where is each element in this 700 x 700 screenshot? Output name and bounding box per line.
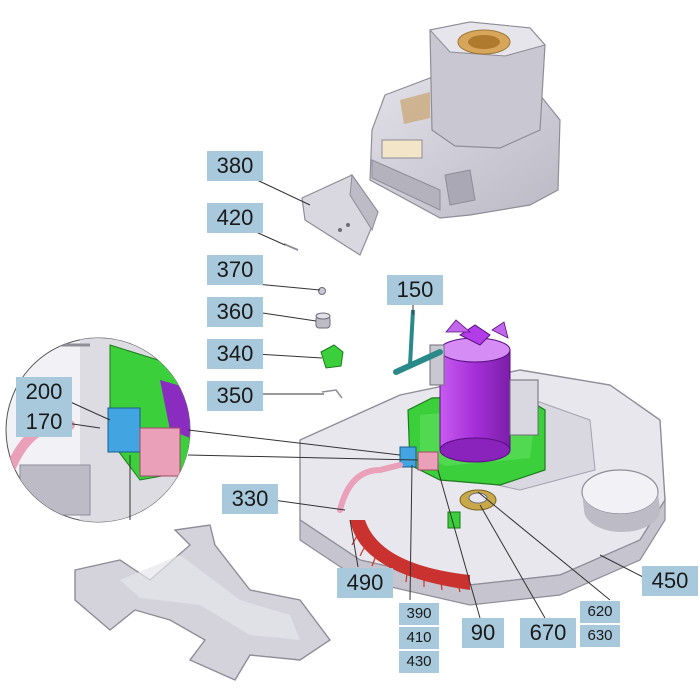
callout-340[interactable]: 340 [207, 339, 263, 369]
part-370-screw [318, 287, 326, 295]
handle-bracket [74, 524, 332, 681]
part-420-pin [283, 243, 299, 251]
callout-150[interactable]: 150 [387, 275, 443, 305]
leader-lines [65, 179, 646, 619]
part-340-green-clip [320, 344, 344, 369]
top-cover-housing [369, 21, 561, 219]
callout-420[interactable]: 420 [207, 203, 263, 233]
callout-450[interactable]: 450 [642, 566, 698, 596]
callout-620[interactable]: 620 [580, 601, 620, 623]
part-150-handle [393, 309, 443, 375]
callout-360[interactable]: 360 [207, 297, 263, 327]
callout-370[interactable]: 370 [207, 255, 263, 285]
callout-630[interactable]: 630 [580, 625, 620, 647]
callout-330[interactable]: 330 [222, 484, 278, 514]
part-380-flap [301, 173, 379, 256]
callout-170[interactable]: 170 [16, 407, 72, 437]
part-490-brush [350, 520, 470, 593]
part-350-wire-clip [321, 389, 343, 399]
part-670-bearing [459, 489, 497, 511]
part-330-hose [337, 462, 403, 513]
callout-430[interactable]: 430 [399, 651, 439, 673]
callout-90[interactable]: 90 [462, 618, 504, 648]
connector-block [399, 446, 439, 471]
callout-410[interactable]: 410 [399, 627, 439, 649]
callout-670[interactable]: 670 [520, 618, 576, 648]
callout-390[interactable]: 390 [399, 603, 439, 625]
callout-490[interactable]: 490 [337, 568, 393, 598]
callout-350[interactable]: 350 [207, 381, 263, 411]
callout-380[interactable]: 380 [207, 151, 263, 181]
part-360-bushing [315, 312, 331, 329]
callout-200[interactable]: 200 [16, 377, 72, 407]
